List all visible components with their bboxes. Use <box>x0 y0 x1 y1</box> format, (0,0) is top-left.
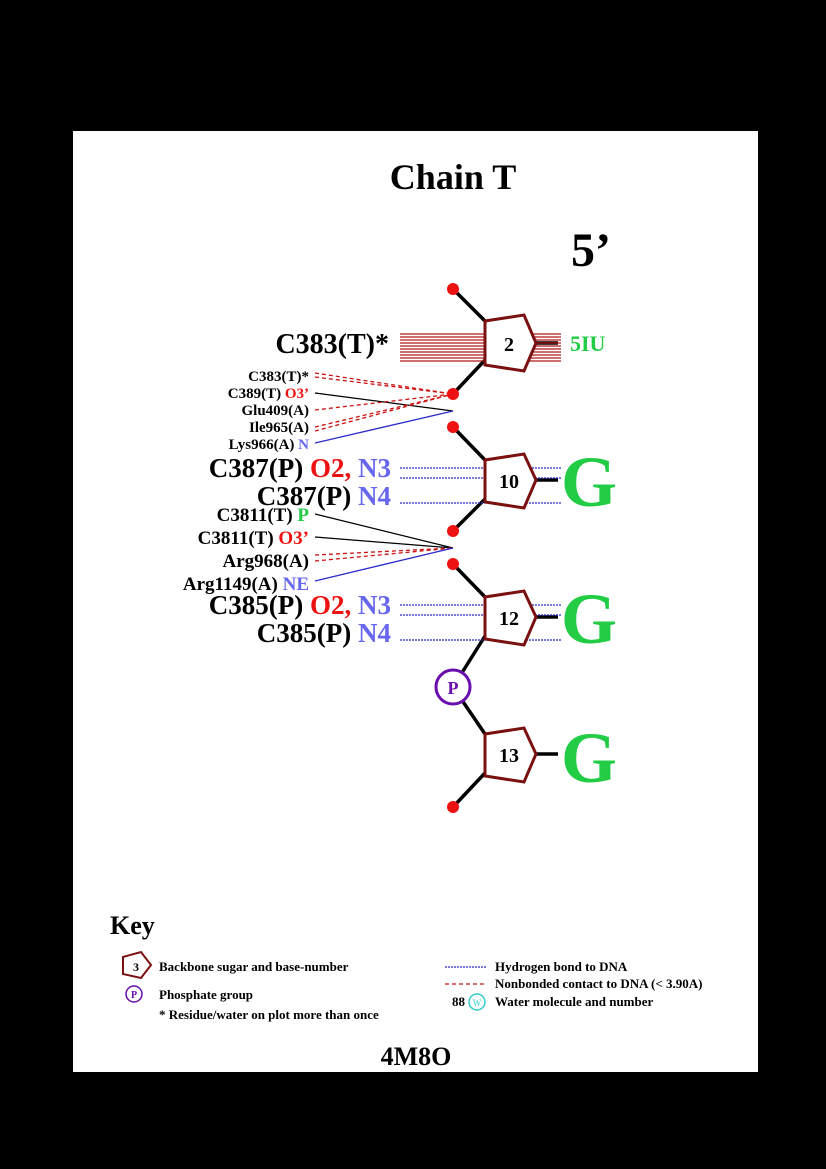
contact-label: Arg1149(A) NE <box>183 574 309 595</box>
key-title: Key <box>110 911 155 940</box>
phosphate-group: P <box>434 668 472 706</box>
base-contact-label: C385(P) N4 <box>257 618 391 648</box>
key-water-number: 88 <box>452 994 466 1009</box>
key: Key 3 Backbone sugar and base-number P P… <box>110 911 702 1022</box>
contact-lines-group1 <box>314 372 454 444</box>
contact-label: C389(T) O3’ <box>228 386 309 402</box>
key-sugar-label: Backbone sugar and base-number <box>159 959 349 974</box>
hbond-lines-10 <box>400 467 561 504</box>
contact-label: Glu409(A) <box>242 403 310 419</box>
base-contact-label: C385(P) O2, N3 <box>209 590 391 620</box>
contact-lines-group2 <box>314 513 454 582</box>
stacking-lines <box>400 333 561 362</box>
sugar-number: 13 <box>499 745 519 767</box>
svg-text:P: P <box>131 990 137 1001</box>
diagram-page: Chain T 5’ <box>73 131 758 1072</box>
base-contact-label: C387(P) N4 <box>257 481 391 511</box>
key-phosphate-label: Phosphate group <box>159 987 253 1002</box>
chain-title: Chain T <box>390 157 516 197</box>
key-phosphate-icon <box>125 985 143 1003</box>
base-label-13: G <box>561 718 617 798</box>
contact-label: Lys966(A) N <box>229 437 310 453</box>
key-water-label: Water molecule and number <box>495 994 654 1009</box>
sugar-number: 12 <box>499 608 519 630</box>
sugar-2: 2 <box>483 313 538 373</box>
contact-label: C3811(T) P <box>217 505 310 526</box>
svg-text:P: P <box>448 678 459 698</box>
svg-text:W: W <box>473 998 482 1008</box>
hbond-lines-12 <box>400 604 561 641</box>
key-star-note: * Residue/water on plot more than once <box>159 1007 379 1022</box>
base-contacts-10: C387(P) O2, N3 C387(P) N4 <box>209 453 391 511</box>
sugar-number: 10 <box>499 471 519 493</box>
contact-label: Arg968(A) <box>222 551 309 572</box>
contact-label: Ile965(A) <box>249 420 309 436</box>
base-contacts-12: C385(P) O2, N3 C385(P) N4 <box>209 590 391 648</box>
base-label-10: G <box>561 442 617 522</box>
contacts-group2: C3811(T) P C3811(T) O3’ Arg968(A) Arg114… <box>183 505 310 595</box>
pdb-code: 4M8O <box>381 1042 452 1071</box>
sugar-10: 10 <box>483 452 538 510</box>
sugar-12: 12 <box>483 589 538 647</box>
contact-label: C3811(T) O3’ <box>198 528 309 549</box>
oxygen-dots <box>447 283 459 813</box>
key-nonbonded-label: Nonbonded contact to DNA (< 3.90A) <box>495 976 702 991</box>
dna-interaction-plot: Chain T 5’ <box>110 157 702 1071</box>
base-label-12: G <box>561 579 617 659</box>
stacking-residue: C383(T)* <box>275 329 389 360</box>
sugar-number: 2 <box>504 334 514 356</box>
base-contact-label: C387(P) O2, N3 <box>209 453 391 483</box>
base-label-2: 5IU <box>570 331 606 356</box>
contacts-group1: C383(T)* C389(T) O3’ Glu409(A) Ile965(A)… <box>228 369 309 453</box>
contact-label: C383(T)* <box>248 369 309 385</box>
svg-text:3: 3 <box>133 960 139 974</box>
key-hbond-label: Hydrogen bond to DNA <box>495 959 628 974</box>
key-water-icon <box>468 993 486 1011</box>
sugar-13: 13 <box>483 726 538 784</box>
key-sugar-icon <box>122 950 153 980</box>
five-prime-label: 5’ <box>571 224 611 277</box>
